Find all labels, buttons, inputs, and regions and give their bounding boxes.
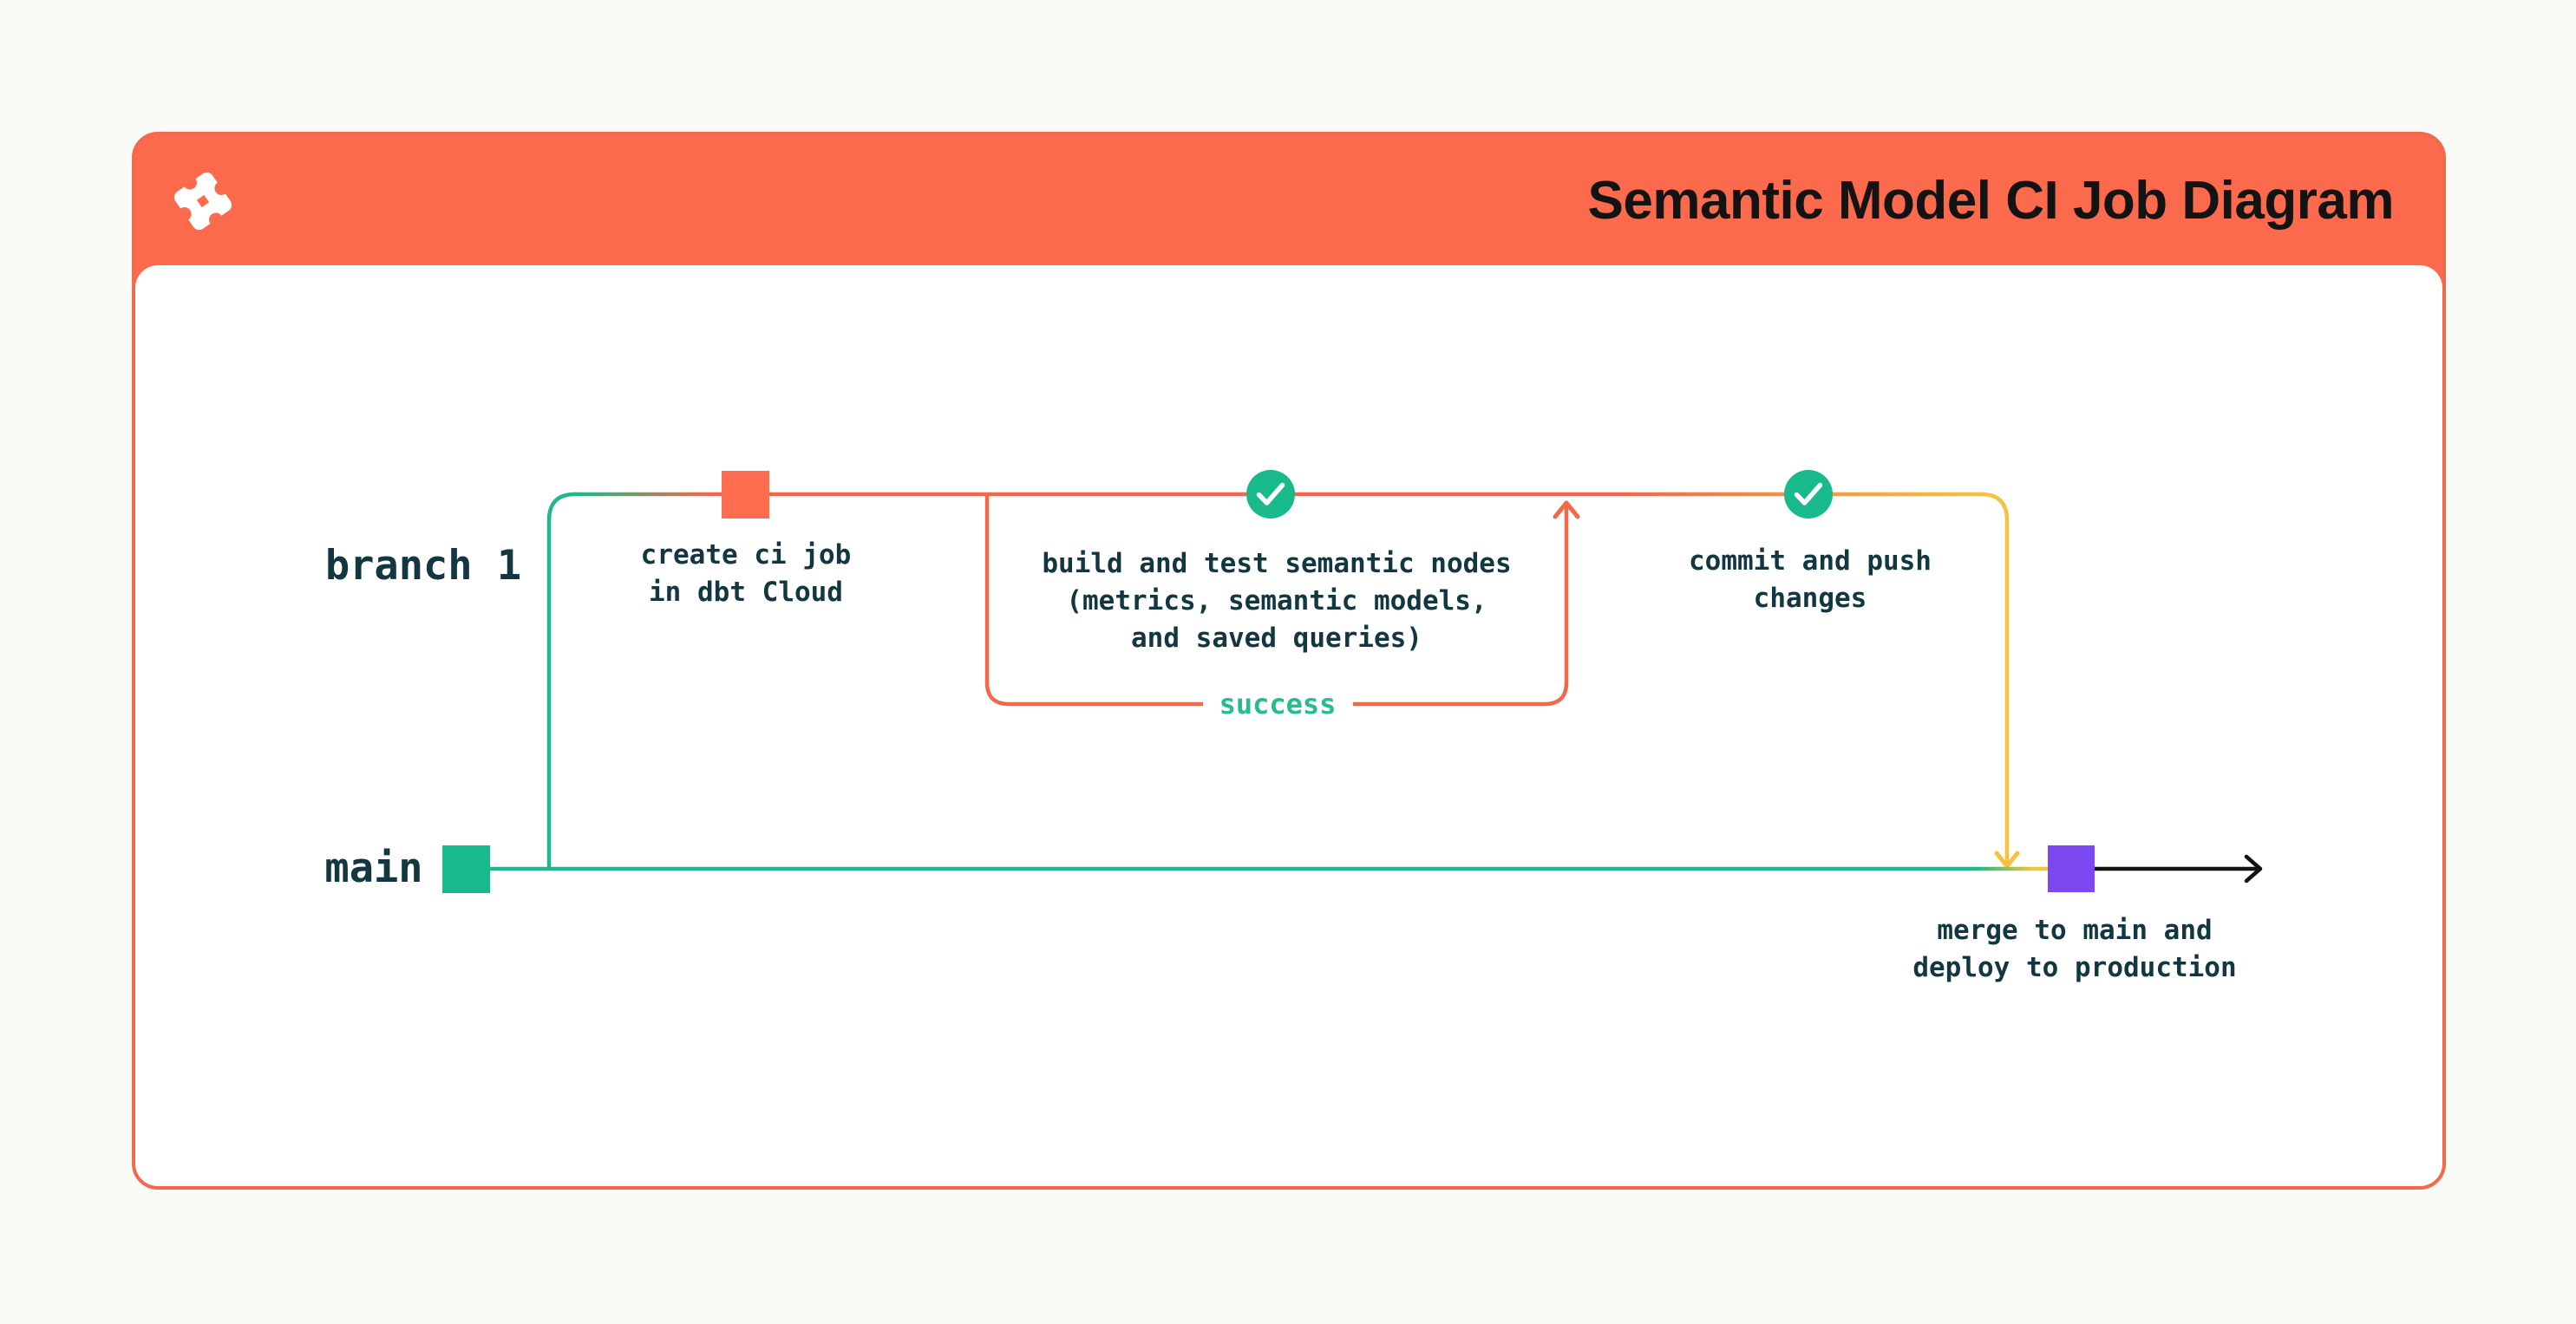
- commit-and-push-label: commit and push changes: [1689, 545, 1932, 614]
- branch-1-label: branch 1: [324, 542, 522, 590]
- merge-to-main-label: merge to main and deploy to production: [1912, 915, 2237, 983]
- create-ci-job-label: create ci job in dbt Cloud: [640, 539, 852, 608]
- success-edge-label: success: [1219, 688, 1337, 721]
- main-label: main: [324, 845, 423, 892]
- dbt-logo-icon: [173, 172, 232, 231]
- page-title: Semantic Model CI Job Diagram: [1587, 170, 2395, 231]
- card-header: Semantic Model CI Job Diagram: [135, 135, 2442, 265]
- card-body: [135, 265, 2442, 1186]
- diagram-card: Semantic Model CI Job Diagram: [132, 132, 2446, 1190]
- build-and-test-label: build and test semantic nodes (metrics, …: [1042, 548, 1512, 654]
